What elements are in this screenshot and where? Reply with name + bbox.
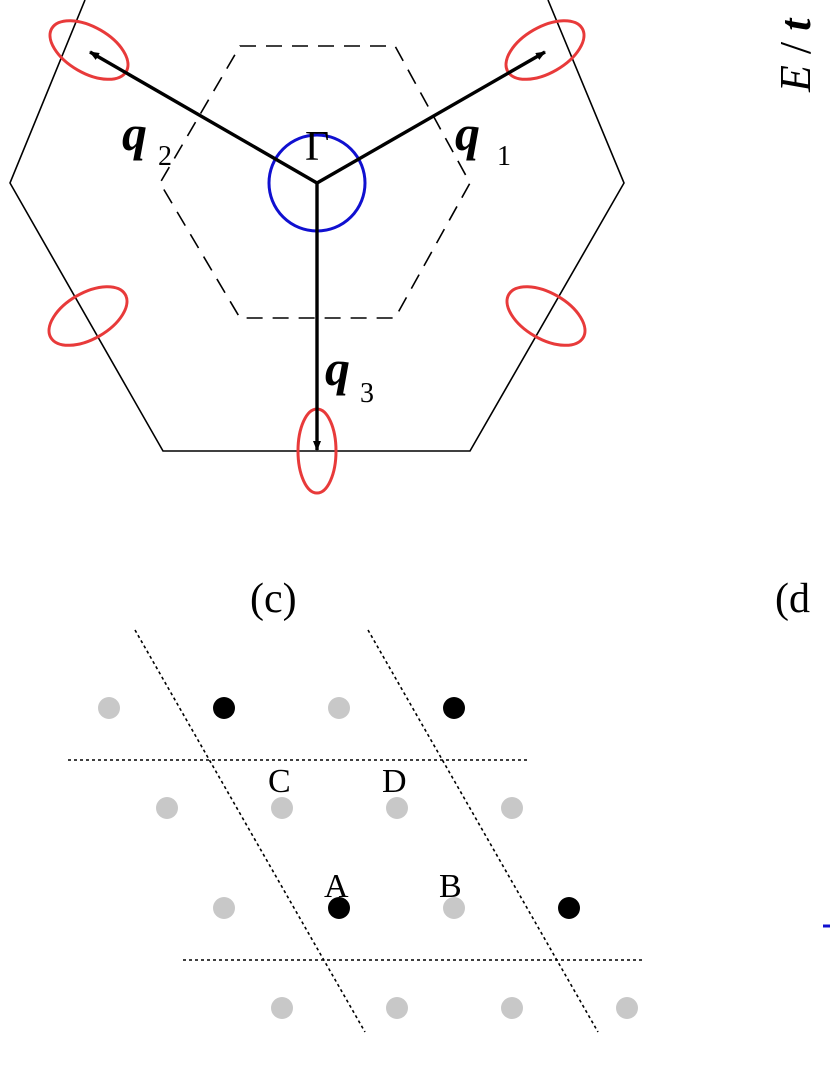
empty-site xyxy=(386,797,408,819)
q2-arrow xyxy=(89,50,318,185)
empty-site xyxy=(271,997,293,1019)
valley-ellipse-mid-left xyxy=(47,285,129,347)
brillouin-zone-panel: Γ q 1 q 2 q 3 xyxy=(9,0,625,495)
empty-site xyxy=(328,697,350,719)
empty-site xyxy=(98,697,120,719)
outer-hexagon xyxy=(9,0,625,452)
valley-ellipse-top-left xyxy=(48,19,130,81)
gamma-label: Γ xyxy=(305,124,329,170)
empty-site xyxy=(156,797,178,819)
empty-site xyxy=(501,797,523,819)
filled-site xyxy=(443,697,465,719)
axis-slash: / xyxy=(771,31,820,65)
q3-label: q 3 xyxy=(325,340,374,409)
svg-text:E / t: E / t xyxy=(771,17,820,93)
q2-symbol: q xyxy=(122,105,147,161)
empty-site xyxy=(616,997,638,1019)
valley-ellipse-top-right xyxy=(504,19,586,81)
filled-site xyxy=(213,697,235,719)
q2-subscript: 2 xyxy=(158,141,172,172)
q1-arrow xyxy=(316,50,546,185)
empty-site xyxy=(213,897,235,919)
empty-sites xyxy=(98,697,638,1019)
lattice-panel: (c) A B C xyxy=(68,576,643,1033)
site-label-c: C xyxy=(268,763,291,800)
cell-boundary-line xyxy=(367,629,599,1033)
q2-label: q 2 xyxy=(122,105,172,172)
filled-sites xyxy=(213,697,580,919)
filled-site xyxy=(558,897,580,919)
empty-site xyxy=(271,797,293,819)
site-label-b: B xyxy=(439,868,462,905)
panel-c-label: (c) xyxy=(250,576,297,622)
panel-d-label: (d xyxy=(775,576,810,622)
filled-site xyxy=(328,897,350,919)
empty-site xyxy=(501,997,523,1019)
q3-symbol: q xyxy=(325,340,350,396)
q1-label: q 1 xyxy=(455,105,511,172)
energy-symbol: E xyxy=(771,65,820,93)
energy-denominator: t xyxy=(771,17,820,31)
site-label-a: A xyxy=(324,868,349,905)
q1-symbol: q xyxy=(455,105,480,161)
site-label-d: D xyxy=(382,763,407,800)
cell-boundary-line xyxy=(134,629,366,1033)
energy-axis-label: E / t xyxy=(771,17,820,93)
empty-site xyxy=(443,897,465,919)
q3-subscript: 3 xyxy=(360,378,374,409)
q1-subscript: 1 xyxy=(497,141,511,172)
empty-site xyxy=(386,997,408,1019)
valley-ellipse-mid-right xyxy=(505,285,587,347)
